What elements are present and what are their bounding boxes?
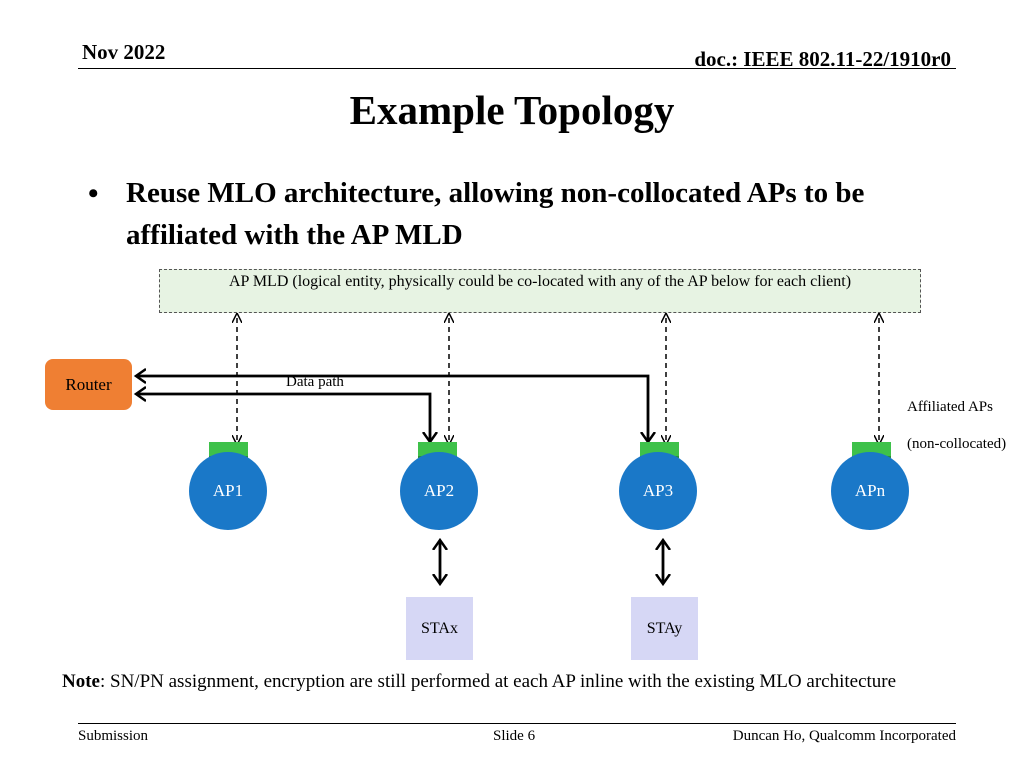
note-label: Note: [62, 671, 100, 692]
data-path-label: Data path: [286, 374, 344, 390]
footer-submission: Submission: [78, 728, 149, 744]
note-body: : SN/PN assignment, encryption are still…: [99, 671, 897, 692]
data-path-ap3: [138, 376, 648, 440]
header-divider: [78, 68, 956, 69]
footer-slide-number: Slide 6: [493, 728, 536, 744]
station-x: STAx: [406, 597, 473, 660]
ap-mld-box: AP MLD (logical entity, physically could…: [159, 269, 921, 313]
footer-divider: [78, 723, 956, 724]
router-node: Router: [45, 359, 132, 410]
station-y: STAy: [631, 597, 698, 660]
note-text: Note: SN/PN assignment, encryption are s…: [62, 668, 962, 695]
ap3-node: AP3: [619, 452, 697, 530]
slide-title: Example Topology: [349, 87, 675, 133]
data-path-ap2: [138, 394, 430, 440]
affiliated-aps-label: Affiliated APs: [907, 399, 993, 415]
ap2-node: AP2: [400, 452, 478, 530]
header-doc-id: doc.: IEEE 802.11-22/1910r0: [694, 47, 951, 71]
bullet-marker: •: [88, 177, 99, 210]
bullet-text: Reuse MLO architecture, allowing non-col…: [126, 177, 865, 251]
apn-node: APn: [831, 452, 909, 530]
non-collocated-label: (non-collocated): [907, 436, 1007, 452]
ap1-node: AP1: [189, 452, 267, 530]
footer-author: Duncan Ho, Qualcomm Incorporated: [732, 728, 956, 744]
header-date: Nov 2022: [82, 40, 166, 64]
